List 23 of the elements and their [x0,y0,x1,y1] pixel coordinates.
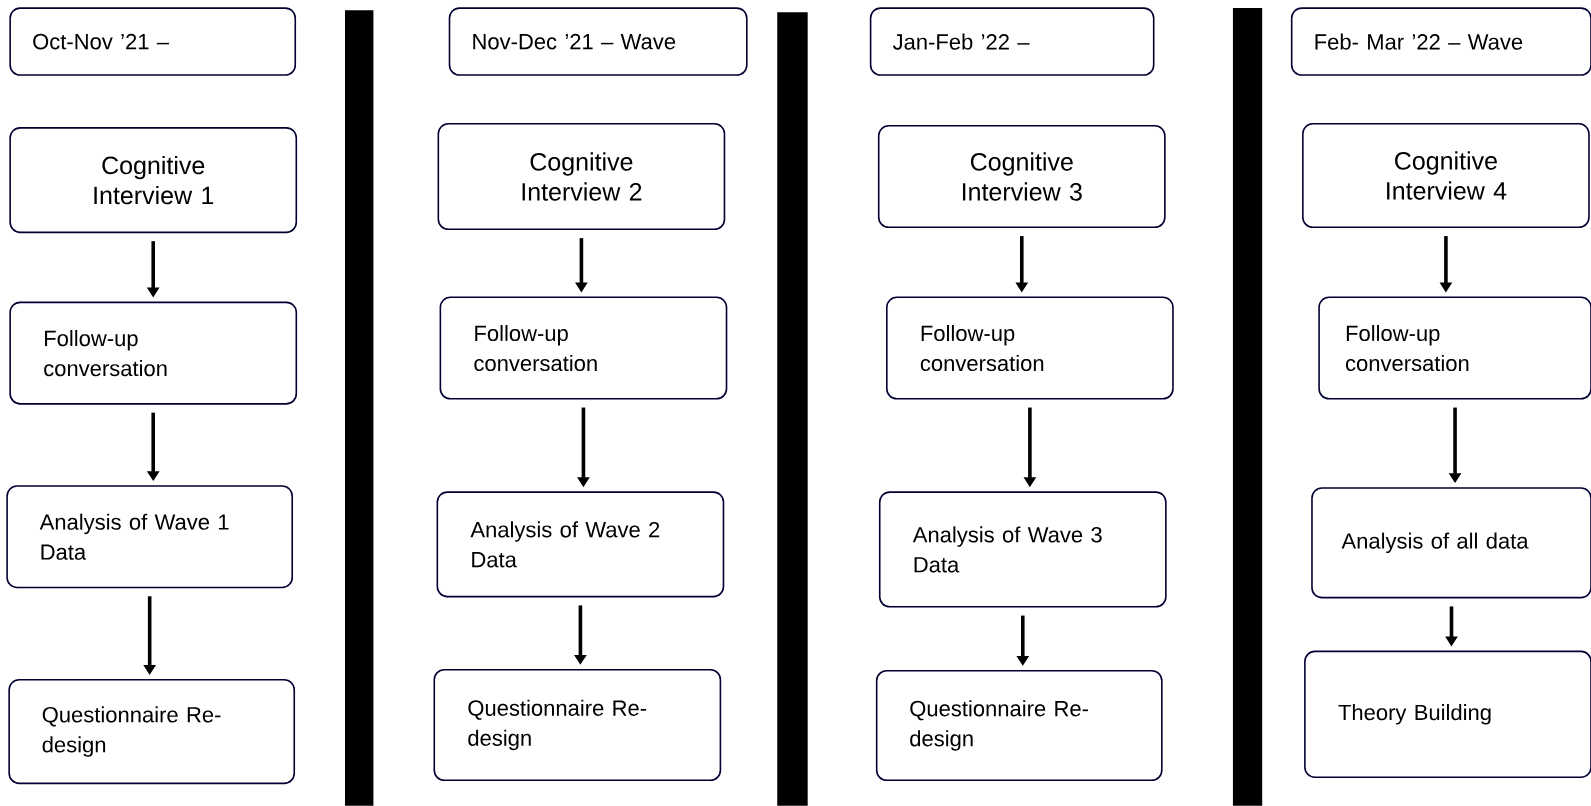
process-box: Analysis of Wave 2 Data [436,491,725,598]
date-box: Feb- Mar ’22 – Wave [1290,7,1591,76]
date-box: Oct-Nov ’21 – [9,7,297,76]
process-box: Analysis of Wave 3 Data [878,491,1167,608]
process-box: Questionnaire Re-design [433,668,722,782]
interview-box: Cognitive Interview 3 [877,125,1166,229]
process-box: Theory Building [1304,650,1591,779]
divider-bar [1232,8,1263,806]
date-box: Nov-Dec ’21 – Wave [448,7,748,76]
process-box: Follow-up conversation [9,301,298,405]
interview-box: Cognitive Interview 4 [1302,123,1590,229]
divider-bar [345,10,374,806]
process-box: Analysis of Wave 1 Data [6,485,294,589]
process-box: Follow-up conversation [1318,296,1591,400]
date-box: Jan-Feb ’22 – [869,7,1155,76]
process-box: Questionnaire Re-design [8,679,296,785]
divider-bar [777,12,808,806]
process-box: Follow-up conversation [886,296,1174,400]
process-box: Questionnaire Re-design [875,669,1163,782]
interview-box: Cognitive Interview 2 [437,123,726,231]
process-box: Analysis of all data [1311,487,1591,599]
process-box: Follow-up conversation [439,296,728,400]
interview-box: Cognitive Interview 1 [9,127,298,234]
